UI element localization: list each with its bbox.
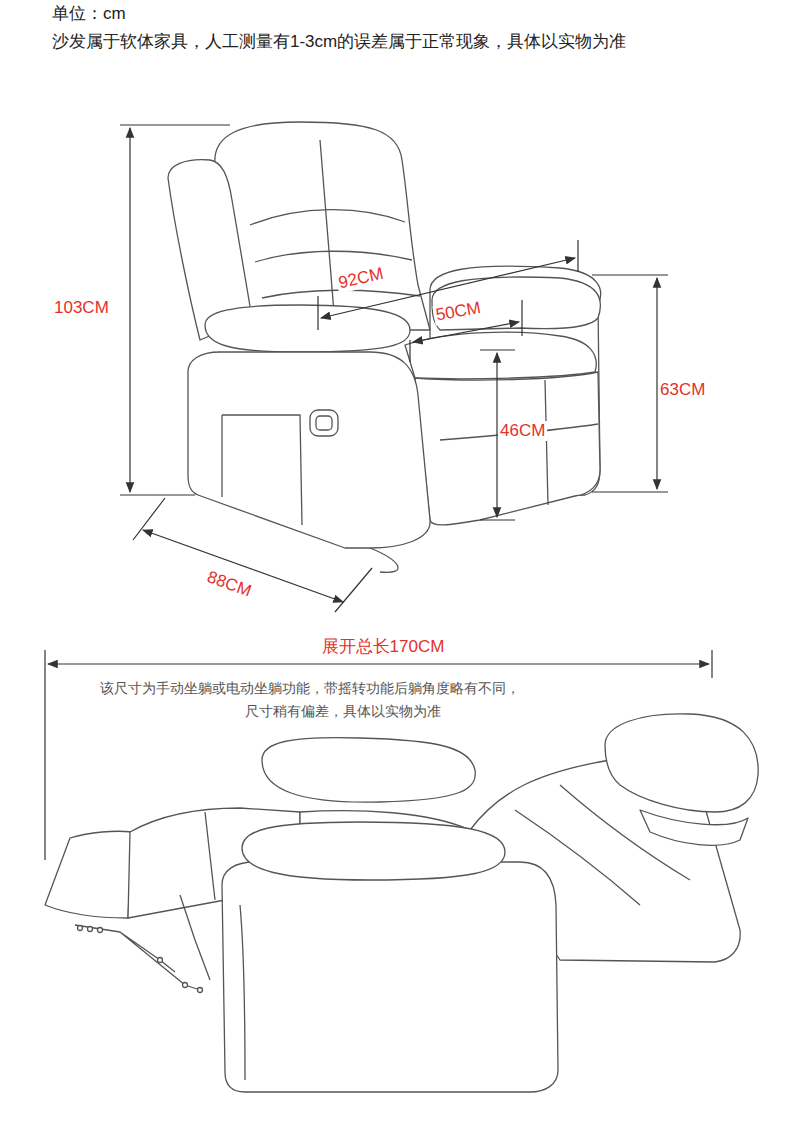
note-text: 尺寸稍有偏差，具体以实物为准 [245, 703, 441, 719]
dimension-label: 103CM [52, 298, 111, 318]
sofa-front-view [168, 122, 601, 572]
sofa-reclined-view [45, 714, 758, 1092]
dimension-label: 88CM [203, 567, 256, 602]
dimension-label: 46CM [498, 421, 547, 441]
note-text: 该尺寸为手动坐躺或电动坐躺功能，带摇转功能后躺角度略有不同， [100, 680, 520, 696]
tolerance-note: 沙发属于软体家具，人工测量有1-3cm的误差属于正常现象，具体以实物为准 [52, 32, 626, 52]
dimension-label: 63CM [658, 380, 707, 400]
dimension-label: 展开总长170CM [320, 637, 447, 657]
unit-note: 单位：cm [52, 4, 126, 24]
